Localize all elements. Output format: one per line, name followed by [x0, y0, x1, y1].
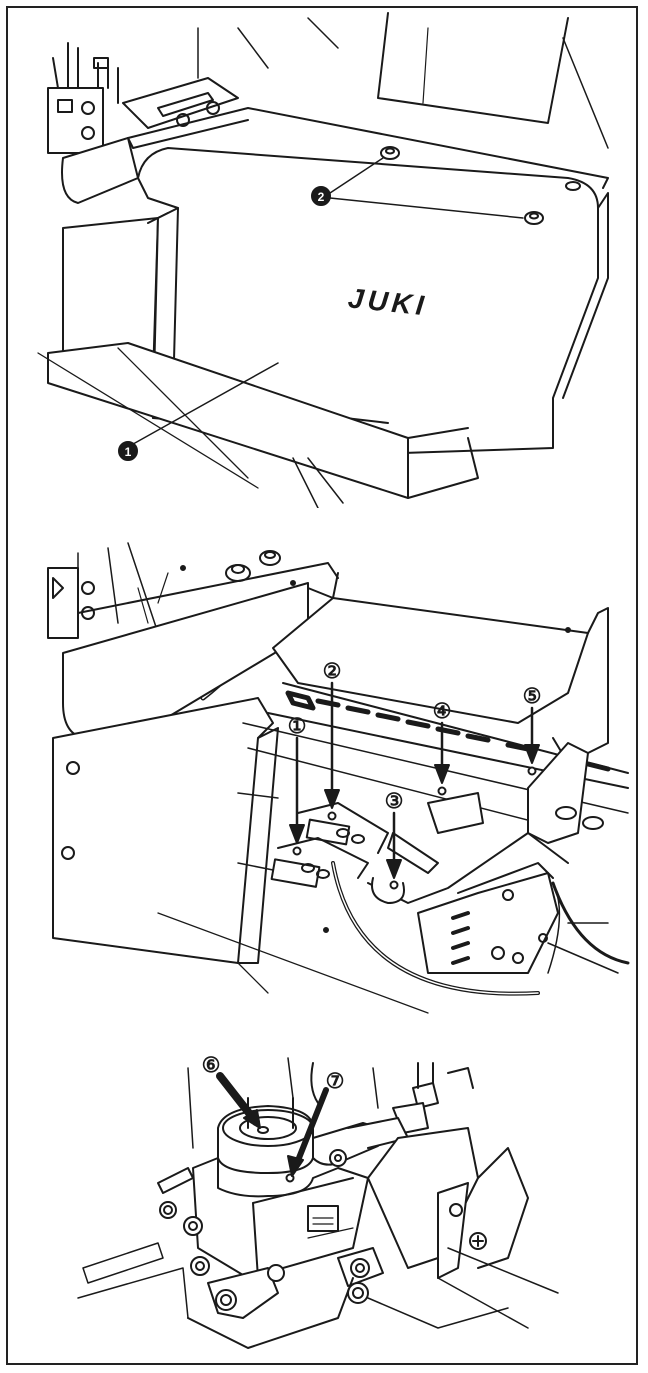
callout-2: ②: [323, 660, 342, 683]
callout-cover-marker: [118, 441, 138, 461]
callout-screw-marker: [311, 186, 331, 206]
arrow-1: [289, 736, 305, 856]
callout-1: ①: [288, 715, 307, 738]
left-housing: [52, 697, 279, 964]
arrow-4: [434, 721, 450, 796]
arrow-5: [524, 706, 540, 776]
air-fitting: [392, 1062, 474, 1134]
callout-3: ③: [385, 790, 404, 813]
motor-assembly: [417, 862, 619, 974]
screw-2b: [524, 211, 544, 225]
callout-6: ⑥: [202, 1054, 221, 1077]
thread-guide-assembly: [47, 42, 119, 154]
arrow-2: [324, 681, 340, 821]
callout-5: ⑤: [523, 685, 542, 708]
base-block: [192, 1149, 369, 1279]
arrow-7: [287, 1087, 329, 1177]
figure-3-detail-view: ⑥ ⑦: [77, 1054, 559, 1349]
callout-7: ⑦: [326, 1070, 345, 1093]
callout-screw-label: 2: [318, 190, 325, 204]
callout-4: ④: [433, 700, 452, 723]
screw-2a: [380, 146, 400, 160]
figure-2-screw-locations: ① ② ③ ④ ⑤: [47, 542, 630, 1014]
figure-1-cover-removal: JUKI 1 2: [37, 12, 609, 508]
manual-figure-frame: JUKI 1 2: [6, 6, 638, 1365]
callout-cover-label: 1: [125, 445, 132, 459]
arrow-3: [386, 811, 402, 890]
arrow-6: [216, 1072, 261, 1129]
